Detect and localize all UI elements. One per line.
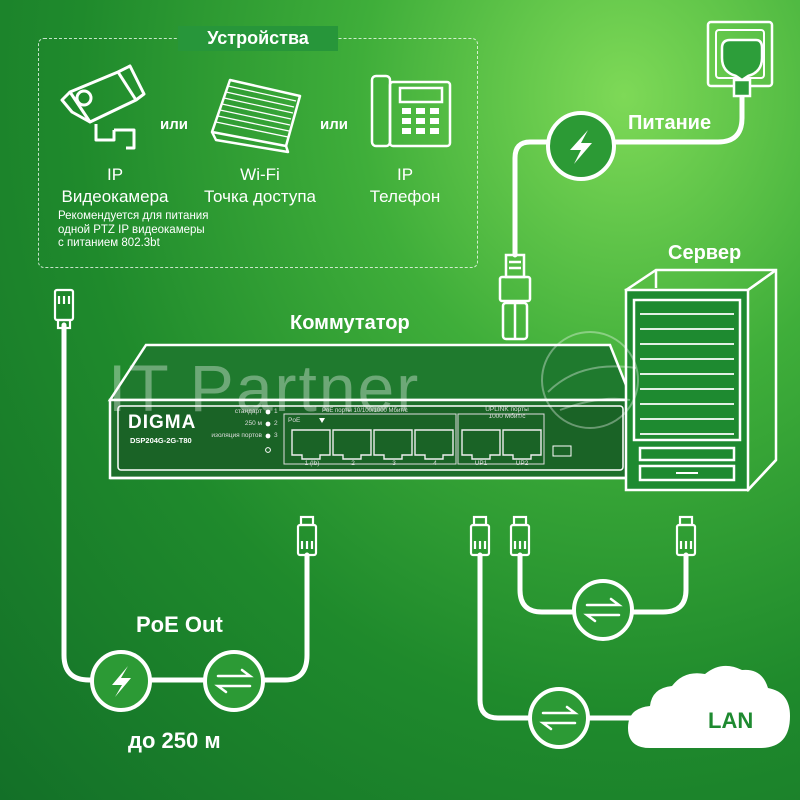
port-label-4: 4 bbox=[433, 460, 437, 467]
port-label-3: 3 bbox=[392, 460, 396, 467]
note-line-3: с питанием 802.3bt bbox=[58, 237, 160, 249]
poe-out-title: PoE Out bbox=[136, 612, 223, 637]
lan-data-icon bbox=[528, 687, 590, 749]
power-cable bbox=[512, 92, 745, 258]
camera-label: IP Видеокамера bbox=[60, 164, 170, 208]
rj45-plug-up1 bbox=[469, 515, 491, 557]
uplink-label-line2: 1000 Мбит/с bbox=[488, 413, 526, 420]
lan-label: LAN bbox=[708, 708, 754, 733]
switch-device bbox=[107, 343, 634, 480]
phone-label-line1: IP bbox=[396, 165, 414, 184]
port-label-1: 1 (lb) bbox=[304, 460, 320, 467]
port-3 bbox=[373, 429, 413, 460]
wifi-label-line1: Wi-Fi bbox=[240, 165, 280, 184]
switch-title: Коммутатор bbox=[290, 312, 410, 334]
wifi-access-point-icon bbox=[210, 78, 302, 154]
uplink-label: UPLINK порты 1000 Мбит/с bbox=[477, 406, 537, 420]
port-up2 bbox=[502, 429, 542, 460]
server-icon bbox=[624, 268, 778, 493]
mode-number-1: 1 bbox=[274, 408, 278, 415]
or-label-1: или bbox=[160, 116, 188, 133]
rj45-plug-poe-switch bbox=[296, 515, 318, 557]
rj45-plug-up2 bbox=[509, 515, 531, 557]
devices-title: Устройства bbox=[178, 26, 338, 51]
watermark-text: IT Partner bbox=[108, 351, 421, 425]
uplink-label-line1: UPLINK порты bbox=[485, 406, 529, 413]
lan-cloud-icon bbox=[628, 665, 790, 748]
rj45-plug-server bbox=[675, 515, 697, 557]
port-label-up1: UP1 bbox=[474, 460, 488, 467]
devices-note: Рекомендуется для питания одной PTZ IP в… bbox=[58, 210, 258, 251]
phone-label: IP Телефон bbox=[355, 164, 455, 208]
camera-label-line2: Видеокамера bbox=[61, 187, 169, 206]
ip-camera-icon bbox=[60, 64, 146, 150]
or-label-2: или bbox=[320, 116, 348, 133]
mode-number-3: 3 bbox=[274, 432, 278, 439]
port-2 bbox=[332, 429, 372, 460]
poe-power-icon bbox=[90, 650, 152, 712]
port-4 bbox=[414, 429, 454, 460]
port-1 bbox=[291, 429, 331, 460]
switch-model: DSP204G-2G-T80 bbox=[130, 436, 192, 445]
poe-out-distance: до 250 м bbox=[128, 728, 221, 753]
mode-isolation-label: изоляция портов bbox=[211, 432, 262, 439]
server-label: Сервер bbox=[668, 242, 742, 264]
mode-250m-label: 250 м bbox=[244, 420, 262, 427]
watermark-logo bbox=[541, 331, 639, 429]
rj45-plug-poe-top bbox=[53, 288, 75, 330]
poe-ports-label: PoE порты 10/100/1000 Мбит/с bbox=[322, 408, 408, 414]
power-bolt-icon bbox=[546, 111, 616, 181]
wifi-label-line2: Точка доступа bbox=[204, 187, 316, 206]
power-connector-icon bbox=[498, 253, 532, 341]
phone-label-line2: Телефон bbox=[369, 187, 441, 206]
ip-phone-icon bbox=[370, 74, 452, 148]
poe-out-cable bbox=[61, 322, 310, 683]
note-line-1: Рекомендуется для питания bbox=[58, 210, 209, 222]
wall-outlet-icon bbox=[706, 20, 774, 98]
power-label: Питание bbox=[628, 112, 712, 134]
server-data-icon bbox=[572, 579, 634, 641]
uplink-server-cable bbox=[517, 552, 689, 615]
camera-label-line1: IP bbox=[106, 165, 124, 184]
port-up1 bbox=[461, 429, 501, 460]
mode-standard-label: стандарт bbox=[234, 408, 262, 415]
mode-number-2: 2 bbox=[274, 420, 278, 427]
wifi-label: Wi-Fi Точка доступа bbox=[190, 164, 330, 208]
port-label-2: 2 bbox=[351, 460, 355, 467]
switch-brand: DIGMA bbox=[128, 412, 197, 433]
poe-tag: PoE bbox=[288, 417, 301, 424]
poe-data-icon bbox=[203, 650, 265, 712]
note-line-2: одной PTZ IP видеокамеры bbox=[58, 223, 205, 236]
port-label-up2: UP2 bbox=[515, 460, 529, 467]
